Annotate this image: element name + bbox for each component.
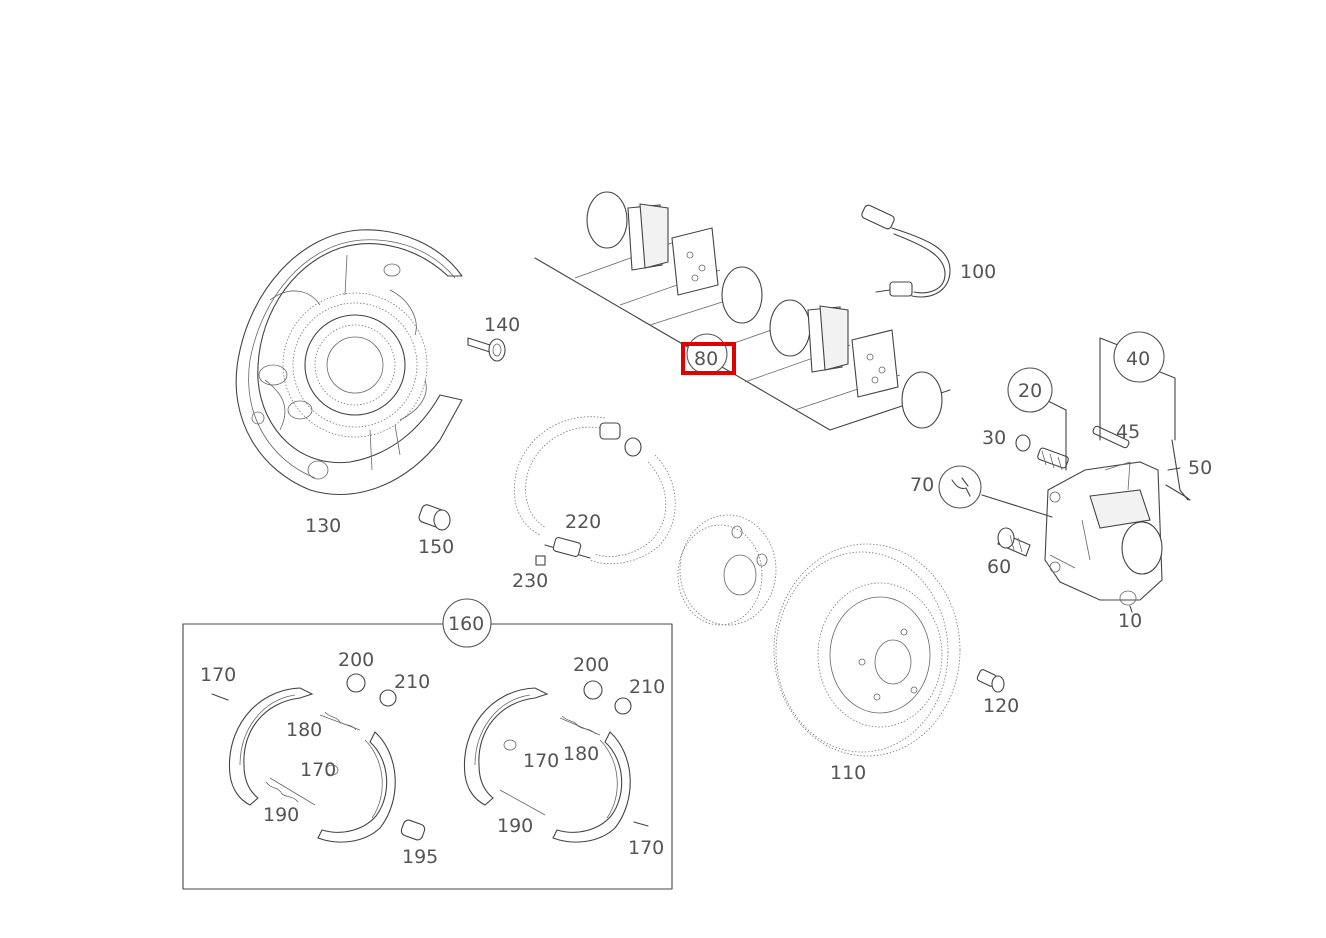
parking-brake-shoes-part [514, 416, 676, 566]
callout-30[interactable]: 30 [982, 427, 1006, 449]
callout-230[interactable]: 230 [512, 570, 548, 592]
callout-130[interactable]: 130 [305, 515, 341, 537]
callout-210-right[interactable]: 210 [629, 676, 665, 698]
callout-10[interactable]: 10 [1118, 610, 1142, 632]
leader-lines [981, 337, 1176, 518]
callout-195[interactable]: 195 [402, 846, 438, 868]
callout-60[interactable]: 60 [987, 556, 1011, 578]
callout-170-right-mid[interactable]: 170 [523, 750, 559, 772]
wear-sensor-part [861, 204, 951, 298]
callout-140[interactable]: 140 [484, 314, 520, 336]
callout-170-left-top[interactable]: 170 [200, 664, 236, 686]
callout-120[interactable]: 120 [983, 695, 1019, 717]
callout-170-left-mid[interactable]: 170 [300, 759, 336, 781]
callout-150[interactable]: 150 [418, 536, 454, 558]
callout-190-right[interactable]: 190 [497, 815, 533, 837]
callout-bubbles [442, 331, 1165, 648]
callout-50[interactable]: 50 [1188, 457, 1212, 479]
callout-80[interactable]: 80 [694, 348, 718, 370]
brake-disc-part [773, 543, 961, 757]
callout-210-left[interactable]: 210 [394, 671, 430, 693]
callout-20[interactable]: 20 [1018, 380, 1042, 402]
backing-plate-part [235, 229, 463, 495]
callout-180-left[interactable]: 180 [286, 719, 322, 741]
callout-220[interactable]: 220 [565, 511, 601, 533]
brake-caliper-part [1044, 461, 1163, 613]
caliper-small-parts [997, 425, 1191, 557]
callout-45[interactable]: 45 [1116, 421, 1140, 443]
disc-screw-part [976, 669, 1005, 693]
callout-190-left[interactable]: 190 [263, 804, 299, 826]
shoe-kit-parts [211, 673, 649, 843]
wheel-hub-part [677, 514, 777, 626]
callout-180-right[interactable]: 180 [563, 743, 599, 765]
callout-200-left[interactable]: 200 [338, 649, 374, 671]
callout-170-right-bottom[interactable]: 170 [628, 837, 664, 859]
callout-110[interactable]: 110 [830, 762, 866, 784]
callout-40[interactable]: 40 [1126, 348, 1150, 370]
nut-part [418, 504, 451, 531]
shoe-kit-box [182, 623, 673, 890]
bolt-part [467, 337, 506, 362]
callout-100[interactable]: 100 [960, 261, 996, 283]
selected-callout-highlight [681, 342, 736, 375]
callout-160[interactable]: 160 [448, 613, 484, 635]
callout-200-right[interactable]: 200 [573, 654, 609, 676]
callout-labels: 10 20 30 40 45 50 60 70 80 100 110 120 1… [200, 261, 1212, 868]
callout-70[interactable]: 70 [910, 474, 934, 496]
